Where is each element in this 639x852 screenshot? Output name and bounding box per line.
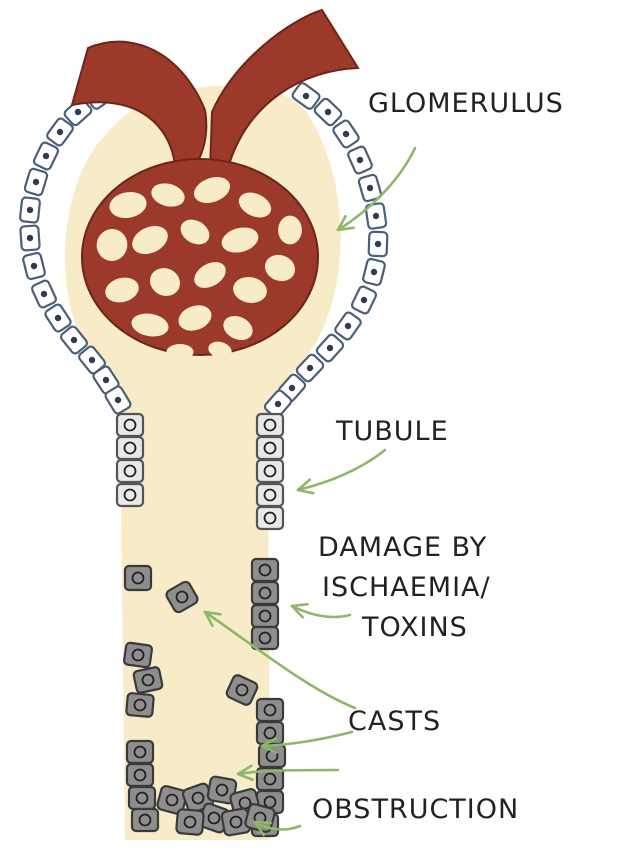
capsule-cell <box>332 119 360 149</box>
damaged-tubule-cell <box>257 699 283 721</box>
damaged-tubule-cell <box>252 559 278 581</box>
capsule-cell <box>20 225 40 250</box>
cell-body <box>129 787 155 809</box>
healthy-tubule-cell <box>257 507 283 529</box>
capsule-cell <box>22 252 45 280</box>
cell-body <box>257 414 283 436</box>
cell-body <box>132 809 158 831</box>
damaged-tubule-cell <box>252 627 278 649</box>
damaged-tubule-cell <box>259 745 285 767</box>
capillary-loop <box>278 216 302 245</box>
healthy-tubule-cell <box>117 484 143 506</box>
capsule-cell <box>369 232 388 257</box>
cell-body <box>117 484 143 506</box>
cell-body <box>117 460 143 482</box>
cell-body <box>252 605 278 627</box>
capsule-cell <box>20 197 40 223</box>
damaged-tubule-cell <box>125 566 151 590</box>
capsule-cell <box>351 285 378 314</box>
arrow-line <box>298 450 385 490</box>
healthy-tubule-cell <box>257 484 283 506</box>
label-damage-line3: TOXINS <box>361 612 468 643</box>
capsule-cell <box>33 141 60 170</box>
capsule-cell <box>24 168 48 196</box>
healthy-tubule-cell <box>257 437 283 459</box>
damaged-tubule-cell <box>132 809 158 831</box>
cell-body <box>133 667 163 694</box>
cell-body <box>257 484 283 506</box>
healthy-tubule-cell <box>117 460 143 482</box>
capsule-cell <box>347 145 373 174</box>
cell-body <box>126 693 154 717</box>
cell-body <box>252 627 278 649</box>
damaged-tubule-cell <box>252 605 278 627</box>
cell-body <box>257 437 283 459</box>
cell-body <box>176 809 204 835</box>
cell-body <box>257 699 283 721</box>
cell-body <box>257 507 283 529</box>
label-obstruction: OBSTRUCTION <box>312 794 519 825</box>
label-casts: CASTS <box>348 706 441 737</box>
label-damage-line2: ISCHAEMIA/ <box>322 572 491 603</box>
capsule-cell <box>315 333 344 363</box>
cell-body <box>124 642 153 667</box>
cell-body <box>127 764 153 786</box>
label-glomerulus: GLOMERULUS <box>368 88 564 119</box>
damaged-tubule-cell <box>127 764 153 786</box>
cell-body <box>252 582 278 604</box>
capsule-cell <box>334 311 363 341</box>
cell-body <box>117 414 143 436</box>
capsule-cell <box>362 258 385 286</box>
capsule-cell <box>31 279 57 308</box>
cell-body <box>127 741 153 763</box>
damaged-tubule-cell <box>124 642 153 667</box>
healthy-tubule-cell <box>257 460 283 482</box>
damaged-tubule-cell <box>129 787 155 809</box>
cell-body <box>117 437 143 459</box>
damaged-tubule-cell <box>252 582 278 604</box>
healthy-tubule-cell <box>117 414 143 436</box>
healthy-tubule-cell <box>257 414 283 436</box>
cell-body <box>257 460 283 482</box>
label-tubule: TUBULE <box>335 416 449 447</box>
damaged-tubule-cell <box>133 667 163 694</box>
damaged-tubule-cell <box>127 741 153 763</box>
cell-body <box>125 566 151 590</box>
label-damage-line1: DAMAGE BY <box>318 532 487 563</box>
cast <box>176 809 204 835</box>
cell-body <box>259 745 285 767</box>
healthy-tubule-cell <box>117 437 143 459</box>
cell-body <box>252 559 278 581</box>
capillary-loop <box>166 344 193 360</box>
damaged-tubule-cell <box>126 693 154 717</box>
